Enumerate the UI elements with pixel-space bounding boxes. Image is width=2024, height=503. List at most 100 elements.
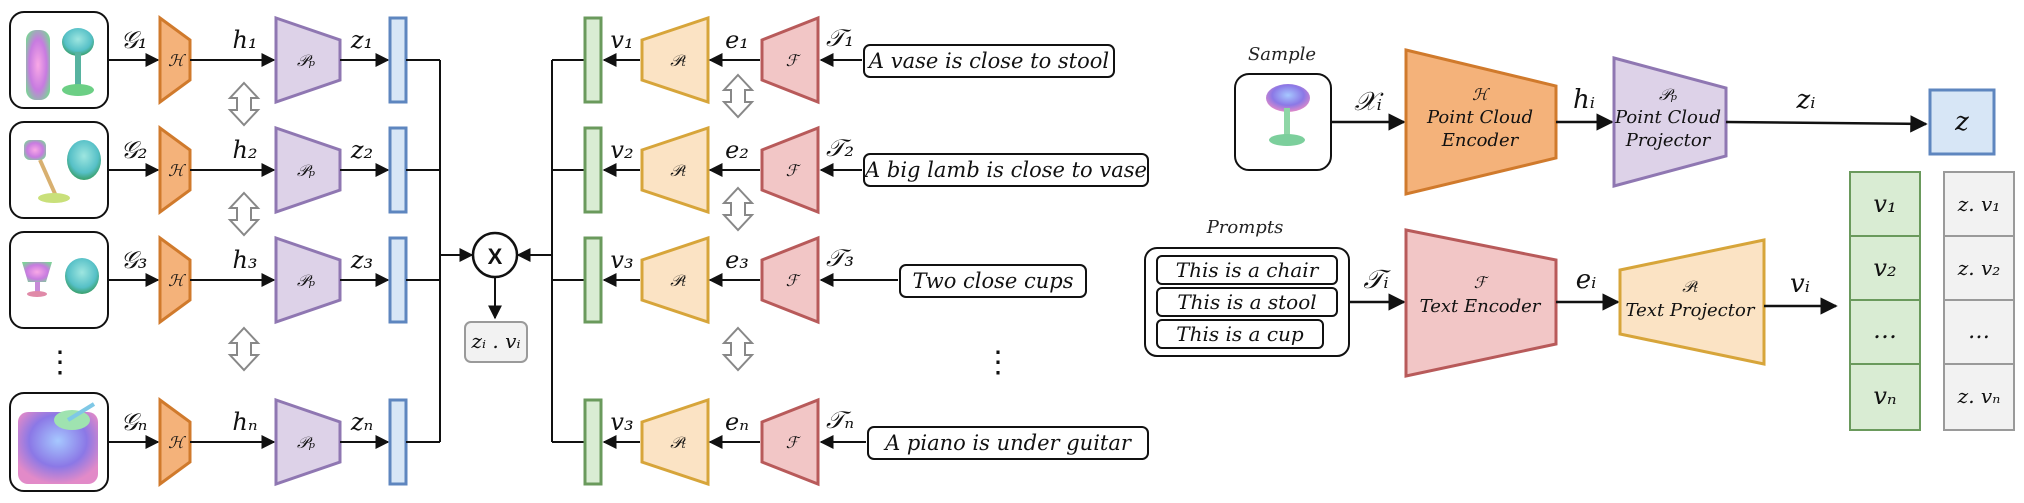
middle-row-2: v₂ 𝒫ₜ e₂ ℱ 𝒯₂ A big lamb is close to vas… [583,125,1149,215]
caption-n: A piano is under guitar [883,431,1133,455]
text-projector-symbol-3: 𝒫ₜ [670,271,686,290]
t-label-1: 𝒯₁ [826,24,854,52]
e-label-1: e₁ [725,26,749,54]
z-embedding-3 [388,236,408,324]
v-cell-3: … [1873,316,1897,344]
pc-encoder-line2: Encoder [1441,130,1520,151]
text-projector-n [640,397,710,487]
point-cloud-projector-3 [274,235,342,325]
v-cell-1: v₁ [1873,190,1896,218]
sample-thumbnail-1 [9,11,109,109]
right-merge-bracket [516,59,585,443]
text-encoder-3 [760,235,820,325]
z-label-2: z₂ [350,136,373,164]
v-label-2: v₂ [610,136,633,164]
encoder-symbol-2: ℋ [168,161,186,180]
z-label-1: z₁ [350,26,373,54]
t-label-n: 𝒯ₙ [826,406,854,434]
text-projector-symbol: 𝒫ₜ [1682,277,1698,296]
z-embedding-n [388,398,408,486]
left-merge-bracket [406,59,474,443]
text-encoder-line1: Text Encoder [1420,296,1542,317]
text-projector-3 [640,235,710,325]
pc-projector-symbol: 𝒫ₚ [1659,85,1678,104]
v-cell-2: v₂ [1873,254,1896,282]
graph-label-3: 𝒢₃ [121,246,148,274]
shared-weights-arrows-middle [721,73,755,372]
pc-projector-line1: Point Cloud [1614,107,1721,128]
point-cloud-encoder-2 [158,125,192,215]
product-box: zᵢ . vᵢ [464,321,528,363]
multiply-symbol: X [488,244,503,269]
text-encoder-symbol-n: ℱ [786,433,802,452]
point-cloud-projector-n [274,397,342,487]
text-encoder-symbol-2: ℱ [786,161,802,180]
text-projector-symbol-n: 𝒫ₜ [670,433,686,452]
multiply-node: X [471,231,519,279]
graph-label-1: 𝒢₁ [121,26,148,54]
projector-symbol-n: 𝒫ₚ [297,433,316,452]
prompts-label: Prompts [1206,217,1284,238]
text-encoder-symbol: ℱ [1474,273,1490,292]
h-label: hᵢ [1573,85,1595,115]
hidden-label-1: h₁ [232,26,257,54]
v-embedding-1 [583,16,603,104]
z-label: zᵢ [1796,85,1816,115]
graph-label-2: 𝒢₂ [121,136,148,164]
v-label: vᵢ [1790,269,1810,299]
text-projector: 𝒫ₜ Text Projector [1618,238,1766,366]
pc-encoder-line1: Point Cloud [1426,107,1533,128]
projector-symbol-1: 𝒫ₚ [297,51,316,70]
pc-projector-line2: Projector [1625,130,1712,151]
zv-cell-1: z. v₁ [1957,192,2001,216]
pc-encoder-symbol: ℋ [1472,85,1490,104]
v-cell-n: vₙ [1873,382,1896,410]
projector-symbol-3: 𝒫ₚ [297,271,316,290]
encoder-symbol-1: ℋ [168,51,186,70]
prompt-3: This is a cup [1176,322,1304,346]
sample-label: Sample [1248,44,1316,65]
v-embedding-n [583,398,603,486]
hidden-label-n: hₙ [232,408,257,436]
point-cloud-encoder-3 [158,235,192,325]
z-output-box: z [1928,88,1996,156]
z-label-n: zₙ [350,408,373,436]
text-projector-1 [640,15,710,105]
sample-thumbnail-2 [9,121,109,219]
left-row-1: 𝒢₁ ℋ h₁ 𝒫ₚ z₁ [108,15,408,105]
sample-thumbnail-3 [9,231,109,329]
middle-row-1: v₁ 𝒫ₜ e₁ ℱ 𝒯₁ A vase is close to stool [583,15,1115,105]
text-projector-line1: Text Projector [1626,300,1756,321]
t-label: 𝒯ᵢ [1363,265,1391,295]
prompts-group: This is a chair This is a stool This is … [1144,247,1350,357]
inference-sample-thumbnail [1234,73,1332,171]
hidden-label-3: h₃ [232,246,257,274]
e-label-n: eₙ [725,408,749,436]
v-column: v₁ v₂ … vₙ [1849,171,1921,431]
zv-column: z. v₁ z. v₂ … z. vₙ [1943,171,2015,431]
e-label-3: e₃ [725,246,749,274]
left-row-n: 𝒢ₙ ℋ hₙ 𝒫ₚ zₙ [108,397,408,487]
text-encoder-symbol-3: ℱ [786,271,802,290]
text-projector-symbol-1: 𝒫ₜ [670,51,686,70]
point-cloud-encoder: ℋ Point Cloud Encoder [1404,48,1558,196]
middle-row-3: v₃ 𝒫ₜ e₃ ℱ 𝒯₃ Two close cups [583,235,1087,325]
left-row-3: 𝒢₃ ℋ h₃ 𝒫ₚ z₃ [108,235,408,325]
point-cloud-encoder-n [158,397,192,487]
v-label-1: v₁ [610,26,633,54]
point-cloud-projector-1 [274,15,342,105]
inference-panel: Sample 𝒳ᵢ ℋ Point Cloud Encoder hᵢ 𝒫ₚ Po… [1144,44,2015,431]
graph-label-n: 𝒢ₙ [121,408,148,436]
caption-2: A big lamb is close to vase [863,158,1147,182]
middle-branch: v₁ 𝒫ₜ e₁ ℱ 𝒯₁ A vase is close to stool v… [516,15,1149,487]
text-encoder-n [760,397,820,487]
hidden-label-2: h₂ [232,136,257,164]
e-label: eᵢ [1576,265,1597,295]
left-branch: ⋮ 𝒢₁ ℋ h₁ 𝒫ₚ z₁ 𝒢₂ ℋ h₂ 𝒫ₚ z₂ [9,11,528,492]
z-box-label: z [1954,107,1969,137]
e-label-2: e₂ [725,136,749,164]
v-label-3: v₃ [610,246,633,274]
z-embedding-2 [388,126,408,214]
text-encoder: ℱ Text Encoder [1404,228,1558,378]
prompt-1: This is a chair [1176,258,1320,282]
